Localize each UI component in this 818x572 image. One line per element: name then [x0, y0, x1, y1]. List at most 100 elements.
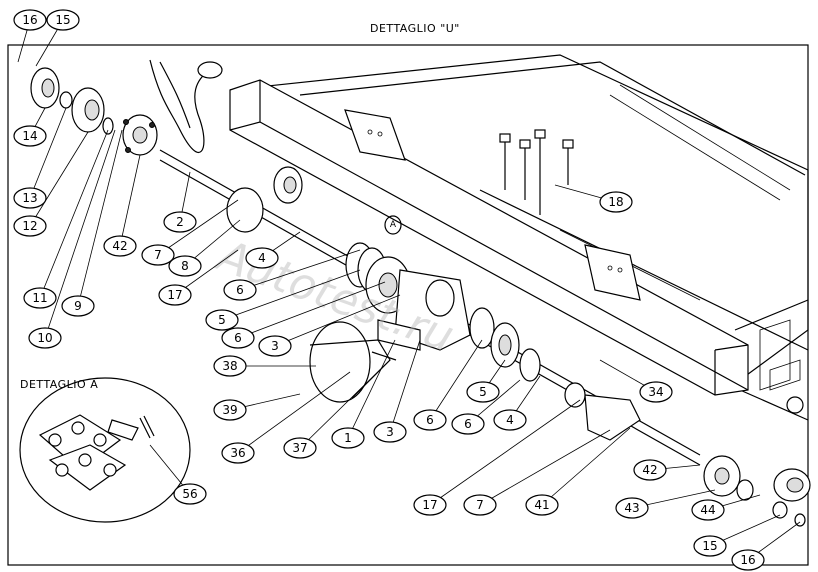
- callout-number: 12: [22, 219, 37, 233]
- callout-bubble: [615, 497, 649, 519]
- callout-leader: [299, 359, 391, 449]
- callout-leader: [389, 339, 421, 433]
- callout-number: 5: [479, 385, 487, 399]
- callout-leader: [157, 199, 239, 256]
- callout-bubble: [413, 409, 447, 431]
- callout-3: 13: [13, 107, 67, 209]
- right-bearing-stack: [564, 382, 811, 527]
- callout-leader: [541, 427, 631, 506]
- main-beam: [229, 79, 749, 396]
- callout-bubble: [13, 215, 47, 237]
- callout-15: 5: [205, 269, 361, 331]
- callout-number: 43: [624, 501, 639, 515]
- callout-29: 18: [554, 184, 633, 213]
- callout-bubble: [205, 309, 239, 331]
- callout-bubble: [46, 9, 80, 31]
- callout-bubble: [213, 399, 247, 421]
- callout-number: 1: [344, 431, 352, 445]
- callout-bubble: [213, 355, 247, 377]
- callout-leader: [119, 154, 141, 247]
- callout-bubble: [731, 549, 765, 571]
- detail-marker: [384, 215, 402, 235]
- callout-leader: [347, 339, 396, 439]
- callout-bubble: [28, 327, 62, 349]
- callout-number: 9: [74, 299, 82, 313]
- callout-leader: [239, 249, 361, 291]
- callout-16: 6: [221, 281, 386, 349]
- callout-bubble: [141, 244, 175, 266]
- control-cables: [149, 59, 223, 153]
- callout-bubble: [61, 295, 95, 317]
- callout-bubble: [221, 442, 255, 464]
- callout-number: 13: [22, 191, 37, 205]
- callout-number: 4: [258, 251, 266, 265]
- callout-number: 11: [32, 291, 47, 305]
- callout-number: 56: [182, 487, 197, 501]
- callout-leader: [221, 269, 361, 321]
- callout-37: 16: [731, 521, 801, 571]
- callout-bubble: [158, 284, 192, 306]
- callout-bubble: [283, 437, 317, 459]
- callout-number: 10: [37, 331, 52, 345]
- callout-number: 16: [22, 13, 37, 27]
- callout-leader: [274, 294, 401, 347]
- callout-bubble: [168, 255, 202, 277]
- callout-number: 3: [386, 425, 394, 439]
- callout-38: 56: [149, 444, 207, 505]
- callout-bubble: [173, 483, 207, 505]
- callout-number: 15: [55, 13, 70, 27]
- callout-number: 5: [218, 313, 226, 327]
- callout-bubble: [13, 125, 47, 147]
- detail-a-inset: [19, 377, 191, 523]
- callout-number: 36: [230, 446, 245, 460]
- callout-number: 17: [167, 288, 182, 302]
- callout-bubble: [525, 494, 559, 516]
- callout-20: 36: [221, 371, 351, 464]
- callout-14: 6: [223, 249, 361, 301]
- bolt-group-18: [499, 129, 574, 215]
- callout-number: 14: [22, 129, 37, 143]
- detail-a-label: DETTAGLIO A: [20, 378, 98, 391]
- callout-18: 38: [213, 355, 316, 377]
- sprocket-left: [345, 242, 411, 314]
- callout-bubble: [693, 535, 727, 557]
- callout-number: 6: [426, 413, 434, 427]
- callout-number: 34: [648, 385, 663, 399]
- callout-leader: [77, 129, 123, 307]
- callout-bubble: [633, 459, 667, 481]
- callout-number: 42: [112, 239, 127, 253]
- callout-bubble: [413, 494, 447, 516]
- detail-marker-text: A: [390, 220, 397, 230]
- gearbox: [377, 269, 471, 351]
- callout-bubble: [258, 335, 292, 357]
- callout-0: 16: [13, 9, 47, 63]
- callout-2: 14: [13, 107, 47, 147]
- callout-number: 37: [292, 441, 307, 455]
- callout-bubble: [223, 279, 257, 301]
- callout-27: 4: [493, 375, 541, 431]
- callout-17: 3: [258, 294, 401, 357]
- callout-21: 37: [283, 359, 391, 459]
- callout-number: 2: [176, 215, 184, 229]
- callout-13: 17: [158, 249, 239, 306]
- callout-10: 7: [141, 199, 239, 266]
- callout-number: 42: [642, 463, 657, 477]
- callout-26: 6: [451, 379, 521, 435]
- callout-number: 8: [181, 259, 189, 273]
- callout-leader: [44, 129, 116, 339]
- callout-number: 4: [506, 413, 514, 427]
- callout-leader: [237, 281, 386, 339]
- callout-number: 16: [740, 553, 755, 567]
- callout-8: 42: [103, 154, 141, 257]
- callout-bubble: [221, 327, 255, 349]
- callout-bubble: [451, 413, 485, 435]
- callout-leader: [479, 429, 611, 506]
- callout-number: 18: [608, 195, 623, 209]
- callout-bubble: [691, 499, 725, 521]
- callout-bubble: [373, 421, 407, 443]
- callout-bubble: [13, 187, 47, 209]
- callout-24: 6: [413, 339, 483, 431]
- callout-1: 15: [35, 9, 80, 67]
- callout-number: 6: [234, 331, 242, 345]
